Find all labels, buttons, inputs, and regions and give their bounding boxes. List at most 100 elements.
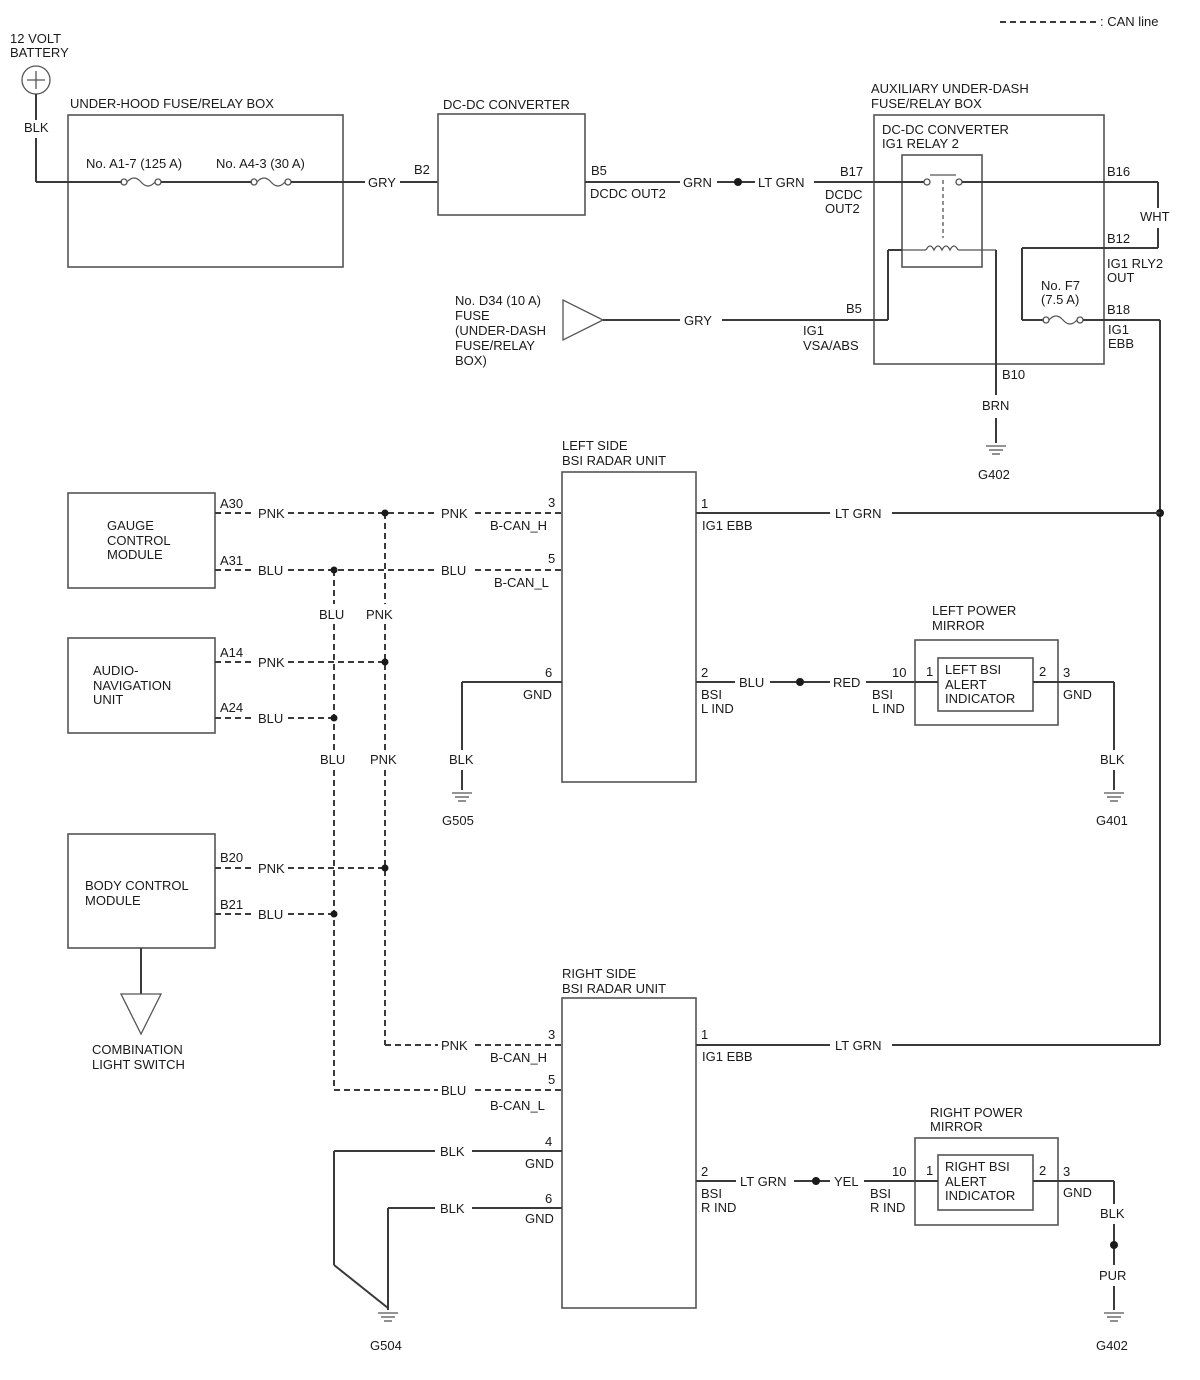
right-radar-pin3-wire: PNK: [441, 1038, 468, 1053]
left-mirror-ind-1: LEFT BSI: [945, 662, 1001, 677]
aux-pin-b16: B16: [1107, 164, 1130, 179]
legend: : CAN line: [1000, 14, 1159, 29]
ig1-ebb-bus: [1156, 320, 1164, 1045]
gauge-label-3: MODULE: [107, 547, 163, 562]
left-radar-pin2-wire-2: RED: [833, 675, 860, 690]
fuse-d34-source: No. D34 (10 A) FUSE (UNDER-DASH FUSE/REL…: [455, 293, 712, 368]
splice-dot: [381, 658, 389, 666]
splice-dot: [812, 1177, 820, 1185]
aux-underdash-fuse-box: AUXILIARY UNDER-DASH FUSE/RELAY BOX DC-D…: [722, 81, 1170, 482]
right-radar-pin6-name: GND: [525, 1211, 554, 1226]
left-mirror-pin10-name-2: L IND: [872, 701, 905, 716]
audio-navigation-unit: AUDIO- NAVIGATION UNIT A14 A24 PNK BLU: [67, 637, 285, 734]
aux-box-title-1: AUXILIARY UNDER-DASH: [871, 81, 1029, 96]
right-radar-pin4-wire: BLK: [440, 1144, 465, 1159]
left-radar-pin3: 3: [548, 495, 555, 510]
fuse-d34-line-4: FUSE/RELAY: [455, 338, 535, 353]
left-mirror-ind-3: INDICATOR: [945, 691, 1015, 706]
aux-pin-b5-name-2: VSA/ABS: [803, 338, 859, 353]
dcdc-pin-b5-name: DCDC OUT2: [590, 186, 666, 201]
left-radar-pin6-name: GND: [523, 687, 552, 702]
splice-dot: [381, 864, 389, 872]
battery: 12 VOLT BATTERY BLK: [10, 31, 69, 182]
right-radar-pin1-name: IG1 EBB: [702, 1049, 753, 1064]
trunk-pnk-upper: PNK: [366, 607, 393, 622]
left-radar-pin3-wire: PNK: [441, 506, 468, 521]
aux-pin-b5-name-1: IG1: [803, 323, 824, 338]
right-radar-pin2-name-2: R IND: [701, 1200, 736, 1215]
audio-label-1: AUDIO-: [93, 663, 139, 678]
left-mirror-ind-2: ALERT: [945, 677, 987, 692]
dcdc-wire-grn: GRN: [683, 175, 712, 190]
right-radar-pin3-name: B-CAN_H: [490, 1050, 547, 1065]
relay-switch-icon: [874, 174, 1158, 238]
left-radar-pin1-wire: LT GRN: [835, 506, 881, 521]
fuse-d34-line-5: BOX): [455, 353, 487, 368]
ground-icon: [1104, 1312, 1124, 1322]
audio-label-3: UNIT: [93, 692, 123, 707]
left-radar-pin5-name: B-CAN_L: [494, 575, 549, 590]
right-radar-title-2: BSI RADAR UNIT: [562, 981, 666, 996]
relay-title-2: IG1 RELAY 2: [882, 136, 959, 151]
left-radar-gnd-wire: BLK: [449, 752, 474, 767]
combo-switch-label-2: LIGHT SWITCH: [92, 1057, 185, 1072]
right-mirror-pin10-name-2: R IND: [870, 1200, 905, 1215]
aux-pin-b17-name-1: DCDC: [825, 187, 863, 202]
underhood-title: UNDER-HOOD FUSE/RELAY BOX: [70, 96, 274, 111]
bcm-label-2: MODULE: [85, 893, 141, 908]
right-radar-pin2-wire: LT GRN: [740, 1174, 786, 1189]
left-bsi-radar-unit: LEFT SIDE BSI RADAR UNIT PNK 3 B-CAN_H B…: [441, 438, 1160, 828]
right-radar-pin5-wire: BLU: [441, 1083, 466, 1098]
aux-pin-b18: B18: [1107, 302, 1130, 317]
left-radar-title-2: BSI RADAR UNIT: [562, 453, 666, 468]
battery-label-1: 12 VOLT: [10, 31, 61, 46]
right-mirror-pin10: 10: [892, 1164, 906, 1179]
left-radar-pin5: 5: [548, 551, 555, 566]
right-radar-pin4: 4: [545, 1134, 552, 1149]
left-mirror-pin10: 10: [892, 665, 906, 680]
left-radar-pin1-name: IG1 EBB: [702, 518, 753, 533]
right-radar-pin6-wire: BLK: [440, 1201, 465, 1216]
right-mirror-ind-2: ALERT: [945, 1174, 987, 1189]
right-radar-ground: G504: [370, 1338, 402, 1353]
relay-title-1: DC-DC CONVERTER: [882, 122, 1009, 137]
right-mirror-pin3: 3: [1063, 1164, 1070, 1179]
ground-icon: [986, 445, 1006, 455]
bcm-pin-b20: B20: [220, 850, 243, 865]
audio-pnk-wire: PNK: [258, 655, 285, 670]
splice-dot: [330, 566, 338, 574]
splice-dot: [330, 714, 338, 722]
aux-pin-b12-name-1: IG1 RLY2: [1107, 256, 1163, 271]
battery-label-2: BATTERY: [10, 45, 69, 60]
audio-pin-a24: A24: [220, 700, 243, 715]
bcm-blu-wire: BLU: [258, 907, 283, 922]
left-mirror-title-1: LEFT POWER: [932, 603, 1016, 618]
left-radar-pin3-name: B-CAN_H: [490, 518, 547, 533]
right-bsi-radar-unit: RIGHT SIDE BSI RADAR UNIT PNK 3 B-CAN_H …: [333, 966, 1160, 1353]
fuse-f7-label-2: (7.5 A): [1041, 292, 1079, 307]
can-bus-trunks: BLU PNK BLU PNK: [288, 509, 562, 1091]
aux-pin-b12: B12: [1107, 231, 1130, 246]
left-power-mirror: LEFT POWER MIRROR LEFT BSI ALERT INDICAT…: [872, 603, 1128, 828]
underhood-out-wire: GRY: [368, 175, 396, 190]
aux-pin-b17-name-2: OUT2: [825, 201, 860, 216]
right-mirror-title-2: MIRROR: [930, 1119, 983, 1134]
left-radar-pin2: 2: [701, 665, 708, 680]
right-mirror-pin10-name-1: BSI: [870, 1186, 891, 1201]
left-mirror-gnd-wire: BLK: [1100, 752, 1125, 767]
right-mirror-ind-1: RIGHT BSI: [945, 1159, 1010, 1174]
right-radar-pin3: 3: [548, 1027, 555, 1042]
dcdc-converter: DC-DC CONVERTER B2 B5 DCDC OUT2 GRN LT G…: [414, 97, 874, 216]
aux-wht-wire: WHT: [1140, 209, 1170, 224]
fuse-f7-label-1: No. F7: [1041, 278, 1080, 293]
aux-pin-b18-name-2: EBB: [1108, 336, 1134, 351]
gauge-pnk-wire: PNK: [258, 506, 285, 521]
aux-pin-b10: B10: [1002, 367, 1025, 382]
right-radar-pin1: 1: [701, 1027, 708, 1042]
right-radar-title-1: RIGHT SIDE: [562, 966, 636, 981]
splice-dot: [1110, 1241, 1118, 1249]
right-power-mirror: RIGHT POWER MIRROR RIGHT BSI ALERT INDIC…: [870, 1105, 1128, 1353]
underhood-fuse-box: UNDER-HOOD FUSE/RELAY BOX No. A1-7 (125 …: [36, 96, 438, 268]
right-radar-pin6: 6: [545, 1191, 552, 1206]
audio-label-2: NAVIGATION: [93, 678, 171, 693]
